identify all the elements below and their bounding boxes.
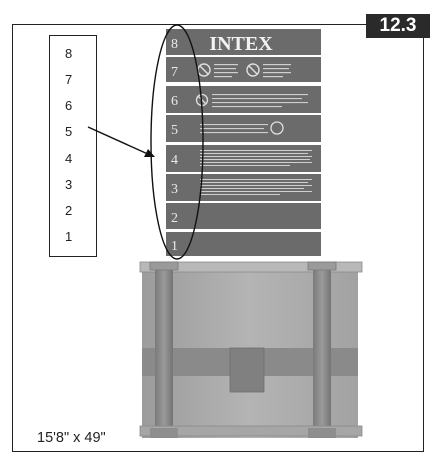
pool-leg bbox=[313, 266, 331, 438]
label-band-4 bbox=[166, 145, 321, 172]
label-band-7 bbox=[166, 57, 321, 82]
legend-number: 3 bbox=[65, 176, 73, 192]
panel-number: 2 bbox=[171, 211, 178, 226]
bottom-ring bbox=[139, 425, 363, 437]
panel-number: 1 bbox=[171, 239, 178, 254]
legend-number: 8 bbox=[65, 45, 73, 61]
section-badge: 12.3 bbox=[366, 14, 430, 38]
warning-label: INTEX 8 7 6 5 4 3 2 1 bbox=[166, 29, 321, 256]
legend-number: 6 bbox=[65, 98, 73, 114]
globe-icon bbox=[270, 121, 284, 135]
no-jumping-icon bbox=[246, 63, 260, 77]
label-band-8 bbox=[166, 29, 321, 55]
label-band-6 bbox=[166, 86, 321, 113]
panel-number: 4 bbox=[171, 153, 178, 168]
legend-number: 5 bbox=[65, 124, 73, 140]
size-caption: 15'8" x 49" bbox=[37, 430, 106, 446]
panel-number: 6 bbox=[171, 94, 178, 109]
panel-number: 8 bbox=[171, 37, 178, 52]
top-rail bbox=[139, 261, 363, 273]
label-band-2 bbox=[166, 203, 321, 229]
legend-number: 2 bbox=[65, 203, 73, 219]
highlight-ellipse bbox=[150, 24, 204, 260]
panel-number: 3 bbox=[171, 182, 178, 197]
pool-wall bbox=[139, 261, 363, 438]
legend-number: 7 bbox=[65, 71, 73, 87]
belt-buckle bbox=[229, 347, 265, 393]
leader-arrow bbox=[87, 126, 151, 156]
label-band-3 bbox=[166, 174, 321, 201]
legend-number: 1 bbox=[65, 229, 73, 245]
panel-number: 5 bbox=[171, 123, 178, 138]
pool-leg bbox=[155, 266, 173, 438]
legend-number: 4 bbox=[65, 150, 73, 166]
band-number-legend: 8 7 6 5 4 3 2 1 bbox=[49, 35, 97, 257]
arrow-head bbox=[144, 149, 155, 157]
figure-frame bbox=[12, 24, 424, 452]
panel-number: 7 bbox=[171, 65, 178, 80]
label-brand: INTEX bbox=[209, 33, 273, 55]
